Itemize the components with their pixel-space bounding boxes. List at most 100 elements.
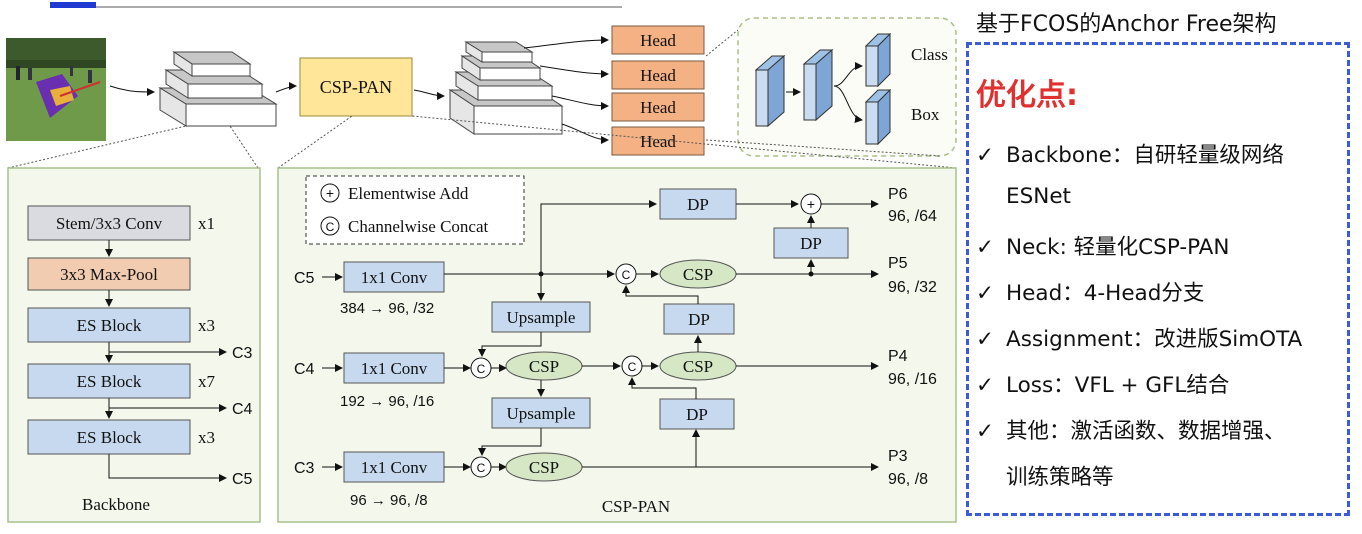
c5-input-label: C5 [294, 270, 315, 287]
es-block-repeat: x7 [198, 372, 216, 391]
box-output-label: Box [911, 105, 940, 124]
upsample-label: Upsample [507, 404, 576, 423]
head-label: Head [640, 132, 676, 151]
p6-output-dims: 96, /64 [888, 208, 937, 225]
conv-block [343, 352, 445, 384]
add-legend-icon [320, 183, 340, 203]
panel-title: 基于FCOS的Anchor Free架构 [976, 12, 1277, 37]
check-icon: ✓ [976, 327, 995, 352]
dp-label: DP [800, 234, 822, 253]
conv-block [343, 261, 445, 293]
csp-label: CSP [683, 357, 713, 376]
list-item-continuation: 训练策略等 [1006, 465, 1114, 490]
upsample-block [491, 397, 591, 429]
legend-add-label: Elementwise Add [348, 184, 469, 203]
dp-block [659, 188, 737, 220]
csp-pan-block [299, 57, 413, 117]
es-block [27, 419, 191, 455]
concat-legend-icon [320, 216, 340, 236]
svg-text:C: C [477, 461, 486, 475]
c5-output-label: C5 [232, 471, 253, 488]
conv-label: 1x1 Conv [361, 359, 428, 378]
p4-output-label: P4 [888, 348, 908, 365]
es-block-label: ES Block [77, 316, 142, 335]
p5-output-label: P5 [888, 255, 908, 272]
maxpool-label: 3x3 Max-Pool [60, 265, 158, 284]
dp-label: DP [687, 195, 709, 214]
es-block [27, 307, 191, 343]
p3-output-label: P3 [888, 448, 908, 465]
es-block [27, 363, 191, 399]
optimization-heading: 优化点: [976, 78, 1078, 113]
list-item: ✓其他：激活函数、数据增强、 [976, 419, 1286, 444]
input-image [6, 38, 106, 141]
c4-output-label: C4 [232, 401, 253, 418]
p4-output-dims: 96, /16 [888, 371, 937, 388]
list-item-continuation: ESNet [1006, 184, 1071, 209]
list-item: ✓Head：4-Head分支 [976, 281, 1205, 306]
upsample-block [491, 301, 591, 333]
maxpool-block [27, 257, 191, 291]
list-item: ✓Loss：VFL + GFL结合 [976, 373, 1230, 398]
optimization-panel: 基于FCOS的Anchor Free架构 优化点: ✓Backbone：自研轻量… [962, 0, 1360, 534]
class-output-label: Class [911, 45, 948, 64]
list-item: ✓Neck: 轻量化CSP-PAN [976, 235, 1230, 260]
svg-text:+: + [326, 185, 334, 201]
upsample-label: Upsample [507, 308, 576, 327]
legend-concat-label: Channelwise Concat [348, 217, 488, 236]
p5-output-dims: 96, /32 [888, 279, 937, 296]
head-block [611, 25, 705, 55]
es-block-repeat: x3 [198, 316, 215, 335]
check-icon: ✓ [976, 143, 995, 168]
architecture-diagram: CSP-PAN Head Head Head Head Class Box [6, 2, 957, 523]
head-blocks: Head Head Head Head [611, 25, 705, 156]
head-label: Head [640, 66, 676, 85]
csp-pan-block-label: CSP-PAN [320, 77, 392, 97]
es-block-repeat: x3 [198, 428, 215, 447]
head-detail-frame [737, 17, 957, 157]
svg-text:C: C [622, 268, 631, 282]
legend-box [305, 175, 525, 245]
head-detail-layers [754, 32, 892, 146]
backbone-caption: Backbone [82, 495, 150, 514]
stem-conv-label: Stem/3x3 Conv [56, 214, 163, 233]
head-block [611, 60, 705, 90]
backbone-pyramid [158, 51, 278, 127]
header-accent-bar [50, 2, 96, 8]
check-icon: ✓ [976, 235, 995, 260]
csp-label: CSP [529, 458, 559, 477]
p6-output-label: P6 [888, 186, 908, 203]
dp-label: DP [688, 310, 710, 329]
head-block [611, 126, 705, 156]
stem-conv-repeat: x1 [198, 214, 215, 233]
check-icon: ✓ [976, 419, 995, 444]
svg-text:C: C [628, 360, 637, 374]
svg-text:C: C [477, 362, 486, 376]
list-item: ✓Backbone：自研轻量级网络 [976, 143, 1284, 168]
svg-text:C: C [326, 220, 335, 234]
csp-label: CSP [529, 357, 559, 376]
dp-block [773, 227, 849, 259]
es-block-label: ES Block [77, 372, 142, 391]
head-label: Head [640, 31, 676, 50]
csp-pan-caption: CSP-PAN [602, 497, 670, 516]
panel-dashed-box [966, 42, 1350, 516]
c3-output-label: C3 [232, 345, 253, 362]
es-block-label: ES Block [77, 428, 142, 447]
list-item: ✓Assignment：改进版SimOTA [976, 327, 1303, 352]
conv-dims: 384 → 96, /32 [340, 300, 434, 317]
check-icon: ✓ [976, 373, 995, 398]
svg-text:+: + [807, 196, 815, 212]
csp-label: CSP [683, 265, 713, 284]
head-label: Head [640, 98, 676, 117]
conv-label: 1x1 Conv [361, 458, 428, 477]
dp-label: DP [686, 405, 708, 424]
conv-dims: 192 → 96, /16 [340, 393, 434, 410]
conv-label: 1x1 Conv [361, 268, 428, 287]
neck-pyramid [448, 41, 564, 135]
dp-block [659, 398, 735, 430]
c4-input-label: C4 [294, 361, 315, 378]
p3-output-dims: 96, /8 [888, 471, 928, 488]
dp-block [663, 303, 735, 335]
